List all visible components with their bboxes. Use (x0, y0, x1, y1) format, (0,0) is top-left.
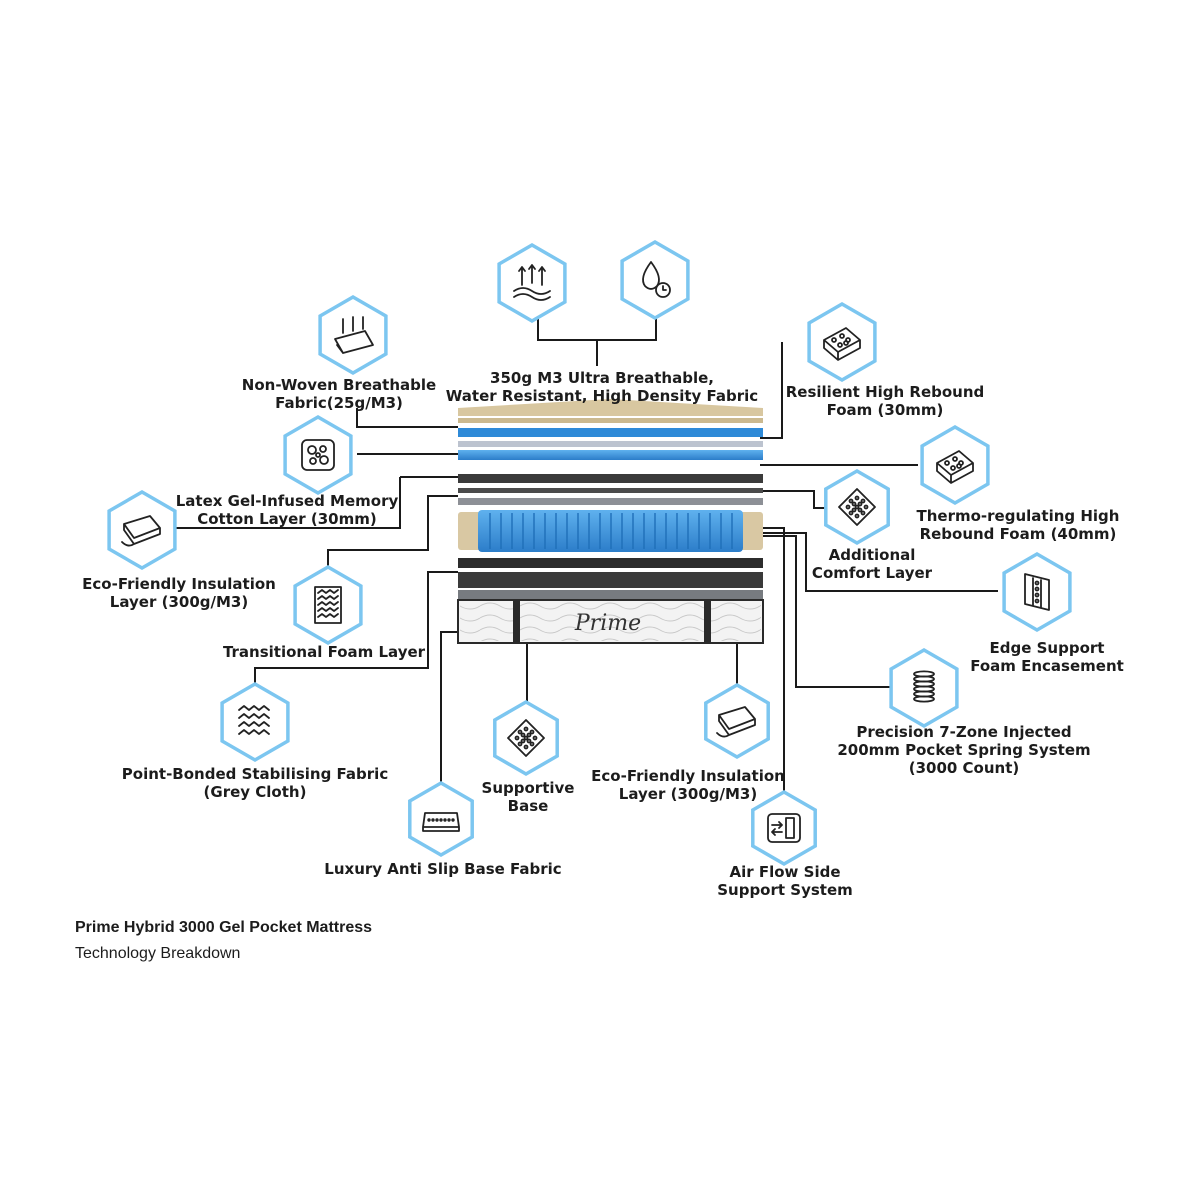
hex-supportive-base (493, 699, 559, 777)
connector-lines (165, 318, 998, 795)
icon-hexagons (107, 239, 1072, 867)
label-transitional: Transitional Foam Layer (222, 643, 426, 661)
dot-grid-icon (507, 719, 545, 757)
label-resilient: Resilient High Rebound Foam (30mm) (785, 383, 985, 419)
hexagon-frame (751, 789, 817, 867)
label-top-fabric: 350g M3 Ultra Breathable, Water Resistan… (445, 369, 759, 405)
spring-pocket-dividers (489, 513, 733, 549)
mattress-exploded-view: Prime (457, 399, 764, 644)
hexagon-frame (283, 414, 353, 496)
hexagon-frame (704, 682, 770, 760)
hexagon-frame (107, 489, 177, 571)
fabric-layer-icon (334, 316, 374, 354)
hexagon-frame (1002, 551, 1072, 633)
layer-non-woven-fabric (458, 418, 763, 423)
hex-spring (889, 647, 959, 729)
layer-latex-gel-blue (458, 450, 763, 460)
coil-spring-icon (913, 670, 935, 703)
layer-insulation-dark (458, 474, 763, 483)
label-supportive-base: Supportive Base (481, 779, 575, 815)
hex-transitional (293, 564, 363, 646)
label-comfort: Additional Comfort Layer (811, 546, 933, 582)
hex-comfort (824, 468, 890, 546)
connector-edge (760, 532, 998, 592)
hex-anti-slip (408, 780, 474, 858)
hexagon-frame (493, 699, 559, 777)
label-point-bonded: Point-Bonded Stabilising Fabric (Grey Cl… (121, 765, 389, 801)
connector-air-flow (760, 527, 785, 795)
layer-supportive-base (458, 572, 763, 588)
hex-eco-bottom (704, 682, 770, 760)
edge-foam-icon (1024, 573, 1050, 611)
connector-anti-slip (440, 631, 458, 782)
hex-air-flow (751, 789, 817, 867)
label-air-flow: Air Flow Side Support System (717, 863, 853, 899)
hexagon-frame (889, 647, 959, 729)
hexagon-frame (824, 468, 890, 546)
label-anti-slip: Luxury Anti Slip Base Fabric (324, 860, 562, 878)
connector-eco-left (165, 476, 458, 529)
wave-foam-icon (314, 586, 342, 624)
rebound-foam-icon (823, 327, 861, 361)
label-eco-left: Eco-Friendly Insulation Layer (300g/M3) (82, 575, 276, 611)
caption-title: Prime Hybrid 3000 Gel Pocket Mattress (75, 919, 373, 936)
layer-transitional (458, 488, 763, 493)
connector-resilient (760, 342, 783, 439)
layer-comfort (458, 498, 763, 505)
label-thermo: Thermo-regulating High Rebound Foam (40m… (916, 507, 1120, 543)
hexagon-frame (807, 301, 877, 383)
hex-thermo (920, 424, 990, 506)
connector-top-fabric (537, 318, 657, 366)
label-spring: Precision 7-Zone Injected 200mm Pocket S… (837, 723, 1091, 777)
hex-eco-left (107, 489, 177, 571)
breathable-icon (513, 264, 551, 301)
foam-cells-icon (301, 439, 335, 471)
layer-memory-foam-top (458, 428, 763, 437)
rebound-foam-icon (936, 450, 974, 484)
base-pad-icon (422, 812, 460, 832)
hexagon-frame (620, 239, 690, 321)
hex-edge (1002, 551, 1072, 633)
hexagon-frame (920, 424, 990, 506)
hexagon-frame (293, 564, 363, 646)
layer-top-fabric (458, 399, 763, 416)
label-edge: Edge Support Foam Encasement (970, 639, 1124, 675)
connector-spring (760, 535, 890, 688)
label-non-woven: Non-Woven Breathable Fabric(25g/M3) (241, 376, 437, 412)
hex-point-bonded (220, 681, 290, 763)
connector-transitional (327, 495, 458, 568)
dot-grid-icon (838, 488, 876, 526)
mattress-handle-left (513, 600, 520, 643)
hex-breathable (497, 242, 567, 324)
caption-subtitle: Technology Breakdown (75, 945, 241, 962)
hex-water-resistant (620, 239, 690, 321)
mattress-handle-right (704, 600, 711, 643)
layer-stabilising-fabric (458, 558, 763, 568)
connector-comfort (760, 490, 828, 509)
connector-point-bonded (254, 571, 458, 687)
mattress-brand: Prime (574, 611, 641, 636)
connector-non-woven (356, 408, 458, 428)
zigzag-fabric-icon (238, 705, 270, 735)
insulation-icon (716, 706, 756, 738)
hex-latex-gel (283, 414, 353, 496)
layer-latex-gel (458, 441, 763, 447)
water-drop-icon (642, 261, 671, 298)
hex-resilient (807, 301, 877, 383)
hex-non-woven (318, 294, 388, 376)
air-vent-icon (767, 813, 801, 843)
label-eco-bottom: Eco-Friendly Insulation Layer (300g/M3) (591, 767, 785, 803)
label-latex-gel: Latex Gel-Infused Memory Cotton Layer (3… (175, 492, 399, 528)
insulation-icon (121, 515, 161, 547)
